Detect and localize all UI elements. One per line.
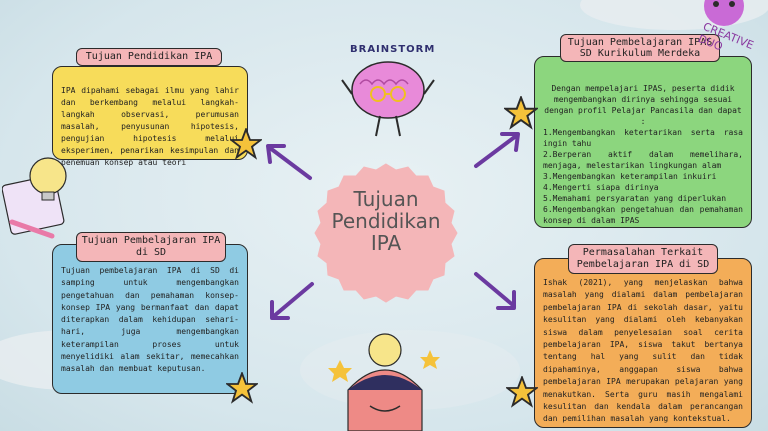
brainstorm-text: BRAINSTORM bbox=[350, 44, 436, 55]
card-label: Tujuan Pembelajaran IPA di SD bbox=[76, 232, 226, 262]
card-tujuan-ipas: Dengan mempelajari IPAS, peserta didik m… bbox=[534, 56, 752, 228]
pencil-icon bbox=[9, 219, 55, 239]
card-label: Tujuan Pembelajaran IPAS SD Kurikulum Me… bbox=[560, 34, 720, 62]
card-permasalahan: Ishak (2021), yang menjelaskan bahwa mas… bbox=[534, 258, 752, 428]
card-label: Tujuan Pendidikan IPA bbox=[76, 48, 222, 66]
card-text: Ishak (2021), yang menjelaskan bahwa mas… bbox=[543, 278, 743, 424]
list-item: 5.Memahami persyaratan yang diperlukan bbox=[543, 194, 727, 203]
card-intro: Dengan mempelajari IPAS, peserta didik m… bbox=[544, 84, 742, 126]
card-text: IPA dipahami sebagai ilmu yang lahir dan… bbox=[61, 86, 239, 167]
star-icon bbox=[506, 376, 538, 408]
arrow-icon bbox=[474, 272, 516, 310]
card-text: Tujuan pembelajaran IPA di SD di samping… bbox=[61, 266, 239, 374]
scalloped-badge bbox=[314, 163, 458, 303]
arrow-icon bbox=[270, 282, 314, 320]
list-item: 4.Mengerti siapa dirinya bbox=[543, 183, 659, 192]
card-label: Permasalahan Terkait Pembelajaran IPA di… bbox=[568, 244, 718, 274]
card-list: Dengan mempelajari IPAS, peserta didik m… bbox=[543, 83, 743, 226]
card-tujuan-pendidikan: IPA dipahami sebagai ilmu yang lahir dan… bbox=[52, 66, 248, 167]
brain-icon bbox=[341, 61, 435, 137]
list-item: 6.Mengembangkan pengetahuan dan pemahama… bbox=[543, 205, 743, 225]
lightbulb-icon bbox=[2, 157, 67, 239]
star-icon bbox=[504, 96, 538, 130]
list-item: 1.Mengembangkan ketertarikan serta rasa … bbox=[543, 128, 743, 148]
list-item: 3.Mengembangkan keterampilan inkuiri bbox=[543, 172, 717, 181]
arrow-icon bbox=[474, 132, 520, 168]
center-badge bbox=[314, 163, 458, 303]
arrow-icon bbox=[266, 144, 312, 180]
list-item: 2.Berperan aktif dalam memelihara, menja… bbox=[543, 150, 743, 170]
star-icon bbox=[230, 128, 262, 160]
center-title: Tujuan Pendidikan IPA bbox=[331, 187, 441, 255]
star-icon bbox=[226, 372, 258, 404]
head-icon bbox=[328, 333, 440, 431]
card-tujuan-pembelajaran-sd: Tujuan pembelajaran IPA di SD di samping… bbox=[52, 244, 248, 394]
creative-duo-logo bbox=[704, 0, 744, 26]
